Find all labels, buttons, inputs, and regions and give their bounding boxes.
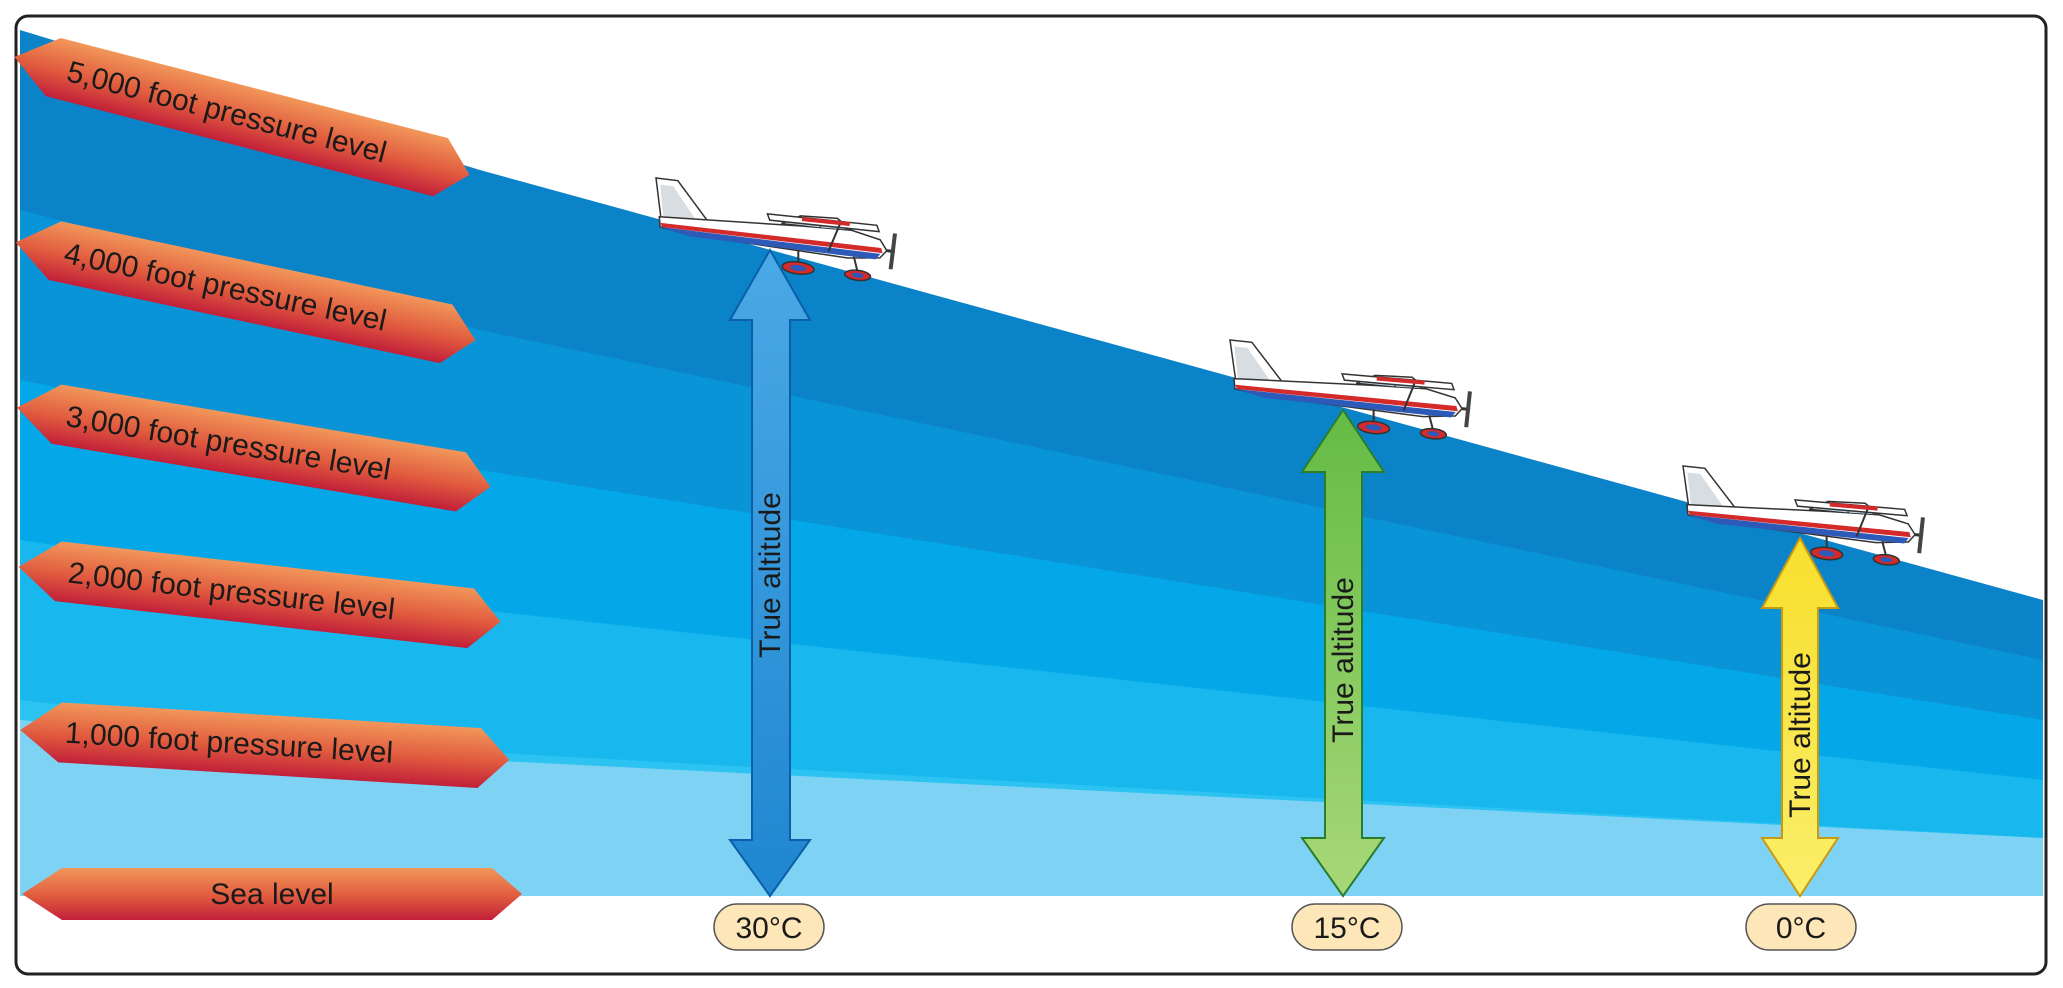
true-altitude-arrow-blue: [728, 247, 812, 898]
temp-30c-text: 30°C: [735, 912, 802, 945]
column-30c: True altitude 30°C: [644, 176, 902, 951]
true-altitude-label-0c: True altitude: [1784, 652, 1817, 818]
true-altitude-label-30c: True altitude: [754, 492, 787, 658]
true-altitude-label-15c: True altitude: [1327, 577, 1360, 743]
sea-level-label: Sea level: [22, 868, 522, 920]
level-1000-label: 1,000 foot pressure level: [20, 702, 510, 788]
true-altitude-arrow-green: [1300, 408, 1386, 898]
sea-level-text: Sea level: [210, 878, 333, 911]
true-altitude-arrow-yellow: [1760, 535, 1840, 898]
column-0c: True altitude 0°C: [1673, 464, 1930, 951]
pressure-level-labels: 5,000 foot pressure level 4,000 foot pre…: [14, 38, 522, 920]
temp-0c-text: 0°C: [1776, 912, 1826, 945]
temp-badge-0c: [1745, 903, 1857, 951]
band-1000-fill: [20, 720, 2043, 896]
temp-15c-text: 15°C: [1313, 912, 1380, 945]
temp-badge-30c: [713, 903, 825, 951]
pressure-bands: [20, 30, 2043, 896]
column-15c: True altitude 15°C: [1220, 338, 1477, 951]
temp-badge-15c: [1291, 903, 1403, 951]
